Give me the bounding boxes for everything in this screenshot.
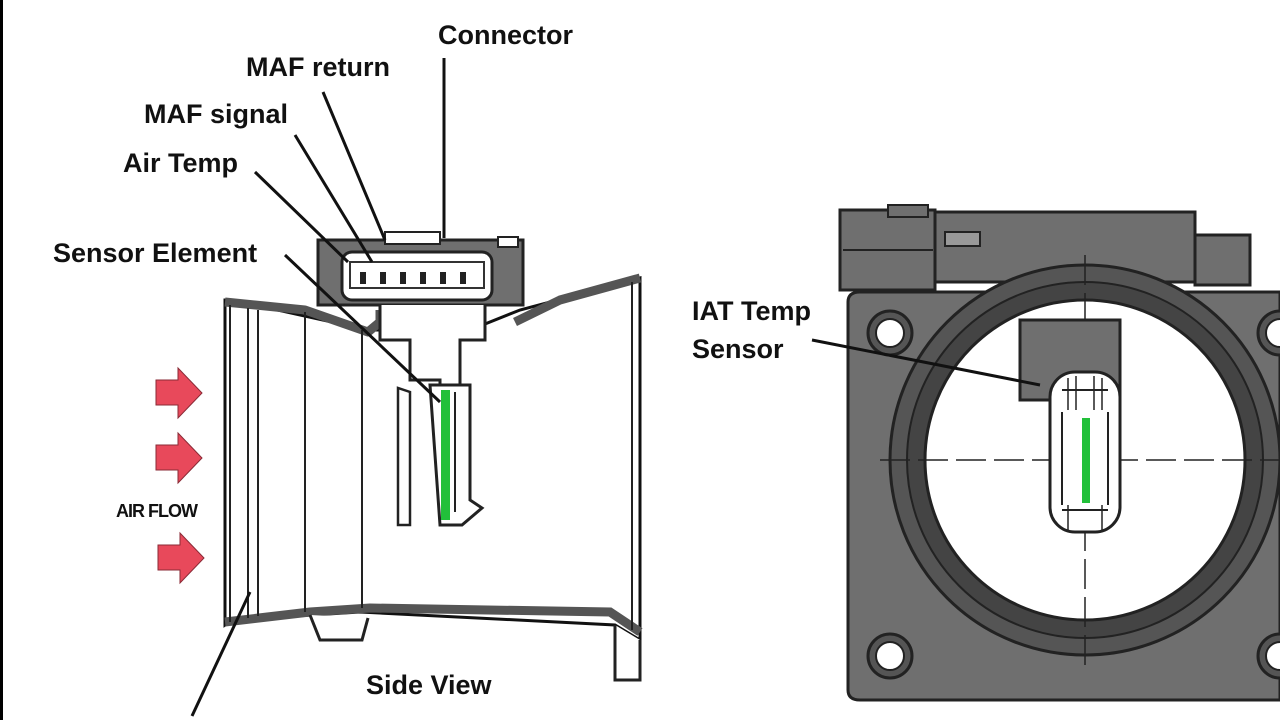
bolt-holes xyxy=(866,309,1280,680)
side-view-housing xyxy=(223,273,643,682)
label-air-flow: AIR FLOW xyxy=(116,501,198,521)
label-iat-sensor: Sensor xyxy=(692,334,784,364)
air-flow-arrows xyxy=(155,366,205,585)
label-maf-return: MAF return xyxy=(246,52,390,82)
label-connector: Connector xyxy=(438,20,573,50)
label-sensor-element: Sensor Element xyxy=(53,238,258,268)
label-side-view: Side View xyxy=(366,670,492,700)
iat-sensor-strip xyxy=(1082,418,1090,503)
sensor-element-strip xyxy=(441,390,450,520)
sensor-probe xyxy=(396,383,485,527)
label-maf-signal: MAF signal xyxy=(144,99,289,129)
leader-lines xyxy=(190,58,446,717)
label-iat-temp: IAT Temp xyxy=(692,296,811,326)
front-view-housing xyxy=(811,204,1280,702)
label-air-temp: Air Temp xyxy=(123,148,239,178)
frame-edge xyxy=(0,0,3,720)
connector-block xyxy=(316,231,525,390)
